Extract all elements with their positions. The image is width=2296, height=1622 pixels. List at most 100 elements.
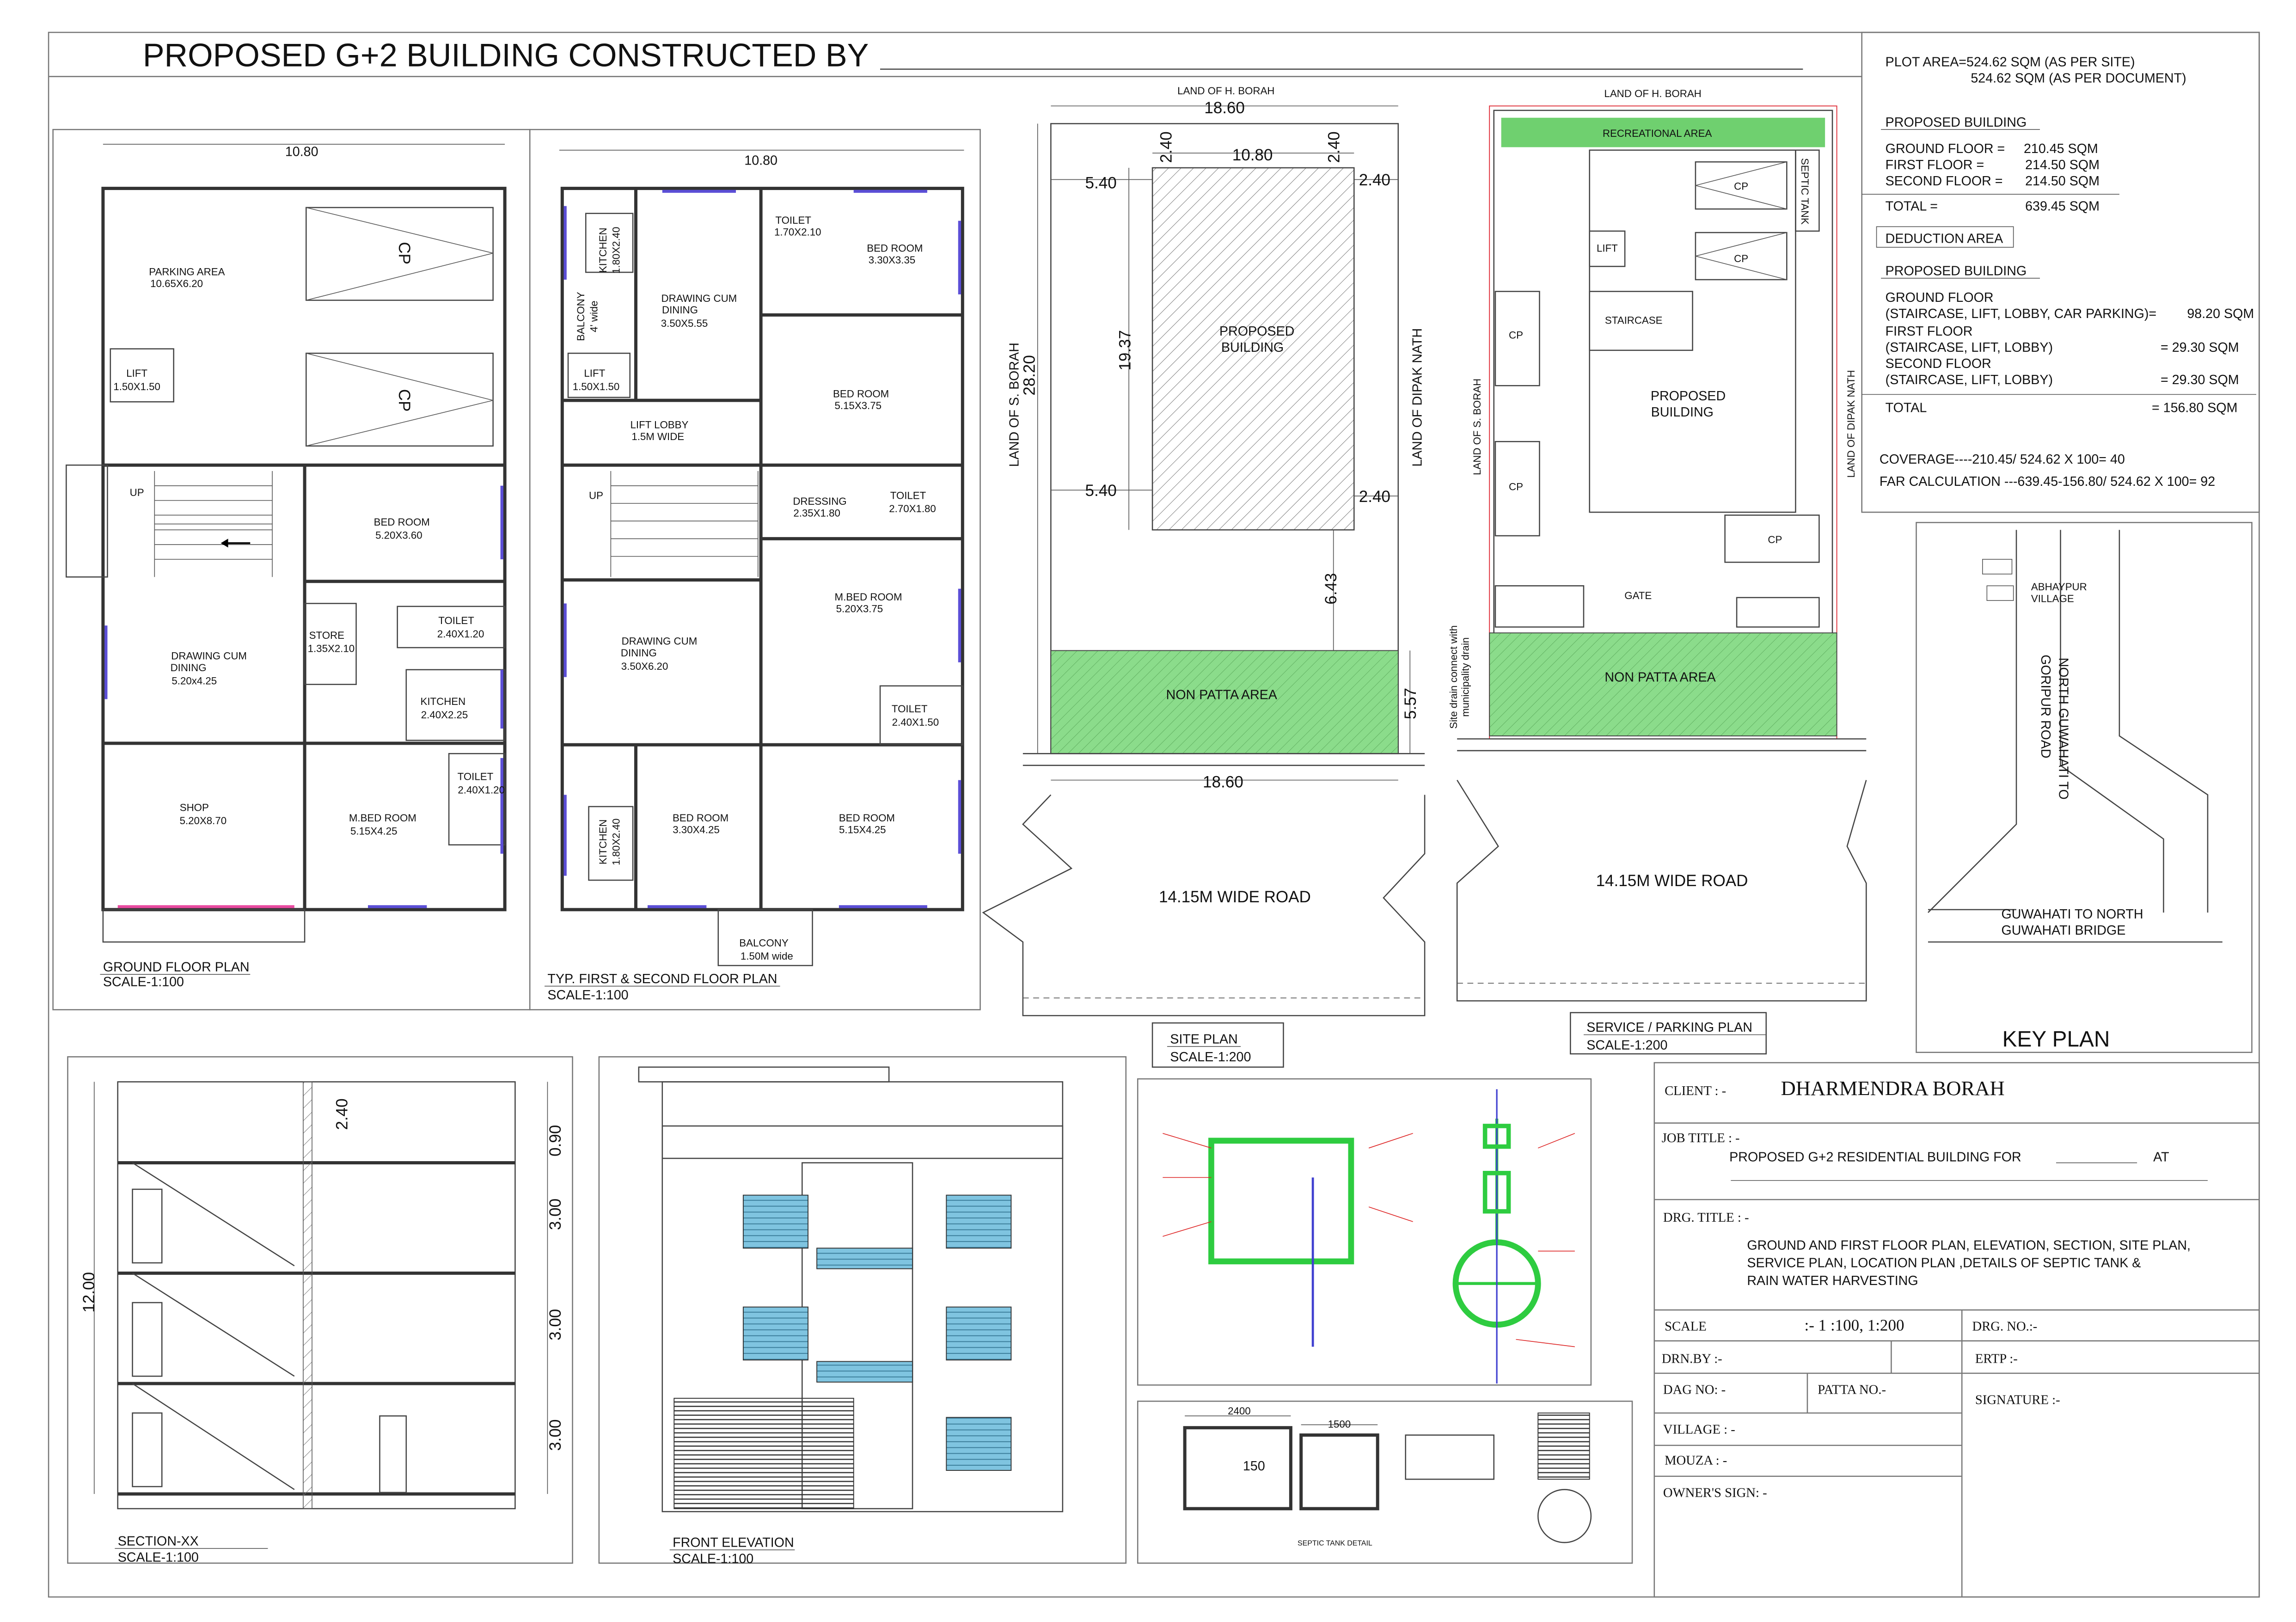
- title-block: CLIENT : - DHARMENDRA BORAH JOB TITLE : …: [1653, 1062, 2260, 1598]
- dimension-label: 10.80: [744, 153, 778, 168]
- boundary-label: LAND OF S. BORAH: [1471, 379, 1483, 475]
- dimension-label: 150: [1243, 1459, 1265, 1474]
- recreational-area-label: RECREATIONAL AREA: [1603, 128, 1712, 139]
- dimension-label: 10.80: [285, 145, 318, 159]
- room-label: TOILET: [892, 703, 928, 715]
- client-label: CLIENT : -: [1665, 1083, 1726, 1098]
- staircase-label: STAIRCASE: [1605, 315, 1663, 326]
- room-size: 5.15X4.25: [839, 824, 886, 835]
- room-label: BED ROOM: [839, 812, 895, 824]
- client-name: DHARMENDRA BORAH: [1781, 1077, 2005, 1100]
- boundary-label: LAND OF H. BORAH: [1604, 88, 1701, 99]
- dimension-label: 5.57: [1402, 688, 1420, 719]
- ertp: ERTP :-: [1975, 1352, 2018, 1366]
- plot-area: PLOT AREA=524.62 SQM (AS PER SITE): [1886, 55, 2135, 69]
- drawing-title: FRONT ELEVATION: [673, 1536, 794, 1550]
- deduction-detail: (STAIRCASE, LIFT, LOBBY): [1886, 340, 2053, 355]
- room-size: 3.50X5.55: [661, 318, 708, 329]
- road-label: GORIPUR ROAD: [2038, 655, 2053, 758]
- deduction-total-value: = 156.80 SQM: [2152, 401, 2237, 416]
- gate-label: GATE: [1624, 590, 1652, 601]
- mouza: MOUZA : -: [1665, 1453, 1727, 1468]
- dimension-label: 5.40: [1085, 482, 1117, 500]
- stair-up-label: UP: [130, 487, 144, 498]
- sheet-title: PROPOSED G+2 BUILDING CONSTRUCTED BY: [143, 37, 869, 73]
- room-size: 2.40X1.50: [892, 716, 939, 728]
- drg-title-line: RAIN WATER HARVESTING: [1747, 1273, 1918, 1288]
- non-patta-label: NON PATTA AREA: [1604, 670, 1716, 685]
- dimension-label: 3.00: [546, 1199, 564, 1230]
- stair-up-label: UP: [589, 490, 603, 501]
- floor-area-value: 214.50 SQM: [2025, 174, 2100, 189]
- road-label: 14.15M WIDE ROAD: [1596, 872, 1748, 890]
- scale-value: :- 1 :100, 1:200: [1805, 1316, 1904, 1334]
- drawing-scale: SCALE-1:100: [118, 1550, 199, 1565]
- deduction-value: = 29.30 SQM: [2161, 373, 2239, 387]
- room-size: 5.20X3.60: [375, 529, 422, 541]
- deduction-heading: DEDUCTION AREA: [1886, 231, 2004, 246]
- service-parking-plan: LAND OF H. BORAH RECREATIONAL AREA SEPTI…: [1448, 88, 1867, 1055]
- village-label: ABHAYPUR: [2031, 581, 2087, 593]
- room-size: 5.15X3.75: [834, 400, 882, 411]
- dimension-label: 18.60: [1204, 99, 1245, 117]
- boundary-label: LAND OF DIPAK NATH: [1845, 370, 1857, 478]
- job-title-at: AT: [2153, 1150, 2169, 1164]
- area-statement: PLOT AREA=524.62 SQM (AS PER SITE) 524.6…: [1861, 31, 2260, 513]
- dimension-label: 10.80: [1232, 146, 1273, 164]
- dimension-label: 19.37: [1116, 330, 1134, 371]
- room-size: 1.70X2.10: [774, 226, 821, 238]
- room-size: 1.5M WIDE: [631, 431, 684, 442]
- room-label: BED ROOM: [833, 388, 889, 400]
- drg-title-line: SERVICE PLAN, LOCATION PLAN ,DETAILS OF …: [1747, 1256, 2141, 1271]
- room-size: 3.50X6.20: [621, 661, 668, 672]
- scale-label: SCALE: [1665, 1319, 1707, 1334]
- room-label: TOILET: [458, 771, 494, 783]
- drawing-title: KEY PLAN: [2002, 1027, 2110, 1052]
- room-label: DINING: [662, 304, 698, 316]
- room-label: BALCONY: [739, 937, 789, 949]
- room-label: LIFT: [126, 367, 147, 379]
- deduction-detail: (STAIRCASE, LIFT, LOBBY): [1886, 373, 2053, 387]
- room-label: DRAWING CUM: [171, 650, 247, 662]
- drawing-title: SERVICE / PARKING PLAN: [1586, 1020, 1752, 1035]
- section-xx: 2.40 0.90 3.00 3.00 3.00 12.00 SECTION-X…: [67, 1056, 573, 1565]
- drg-title-label: DRG. TITLE : -: [1663, 1210, 1749, 1225]
- room-size: 2.35X1.80: [793, 508, 840, 519]
- dimension-label: 2.40: [333, 1098, 351, 1130]
- room-label: M.BED ROOM: [349, 812, 416, 824]
- floor-area-value: 214.50 SQM: [2025, 158, 2100, 172]
- far-calculation: FAR CALCULATION ---639.45-156.80/ 524.62…: [1880, 474, 2215, 489]
- ground-floor-plan: 10.80 PARKING AREA 10.65X6.20 CP CP LIFT…: [52, 129, 531, 1010]
- room-size: 2.70X1.80: [889, 503, 936, 514]
- room-size: 1.50X1.50: [573, 381, 620, 392]
- car-parking-label: CP: [395, 242, 413, 264]
- drawing-scale: SCALE-1:200: [1586, 1038, 1667, 1053]
- dimension-label: 6.43: [1322, 573, 1340, 605]
- drg-no: DRG. NO.:-: [1972, 1319, 2038, 1334]
- room-label: DINING: [171, 662, 207, 673]
- dimension-label: 5.40: [1085, 174, 1117, 192]
- building-label: BUILDING: [1651, 405, 1714, 420]
- deduction-detail: (STAIRCASE, LIFT, LOBBY, CAR PARKING)=: [1886, 306, 2156, 321]
- front-elevation: FRONT ELEVATION SCALE-1:100: [598, 1056, 1127, 1567]
- job-title: PROPOSED G+2 RESIDENTIAL BUILDING FOR: [1729, 1150, 2021, 1164]
- room-size: 2.40X1.20: [437, 628, 484, 640]
- drawing-title: SECTION-XX: [118, 1534, 199, 1549]
- car-parking-label: CP: [1734, 181, 1748, 192]
- room-label: DINING: [621, 647, 657, 659]
- room-size: 1.50M wide: [741, 950, 793, 962]
- room-size: 2.40X1.20: [458, 784, 505, 796]
- room-size: 5.15X4.25: [350, 825, 398, 837]
- dimension-label: 28.20: [1020, 355, 1038, 396]
- car-parking-label: CP: [395, 389, 413, 412]
- patta-no: PATTA NO.-: [1818, 1382, 1886, 1397]
- building-label: BUILDING: [1221, 340, 1284, 355]
- drawing-scale: SCALE-1:100: [547, 988, 628, 1003]
- room-label: KITCHEN: [597, 819, 609, 864]
- owner-sign: OWNER'S SIGN: -: [1663, 1485, 1767, 1500]
- boundary-label: LAND OF H. BORAH: [1177, 85, 1274, 97]
- room-label: KITCHEN: [421, 696, 466, 707]
- dimension-label: 3.00: [546, 1420, 564, 1451]
- drawing-title: TYP. FIRST & SECOND FLOOR PLAN: [547, 972, 777, 986]
- septic-tank-label: SEPTIC TANK: [1799, 158, 1811, 225]
